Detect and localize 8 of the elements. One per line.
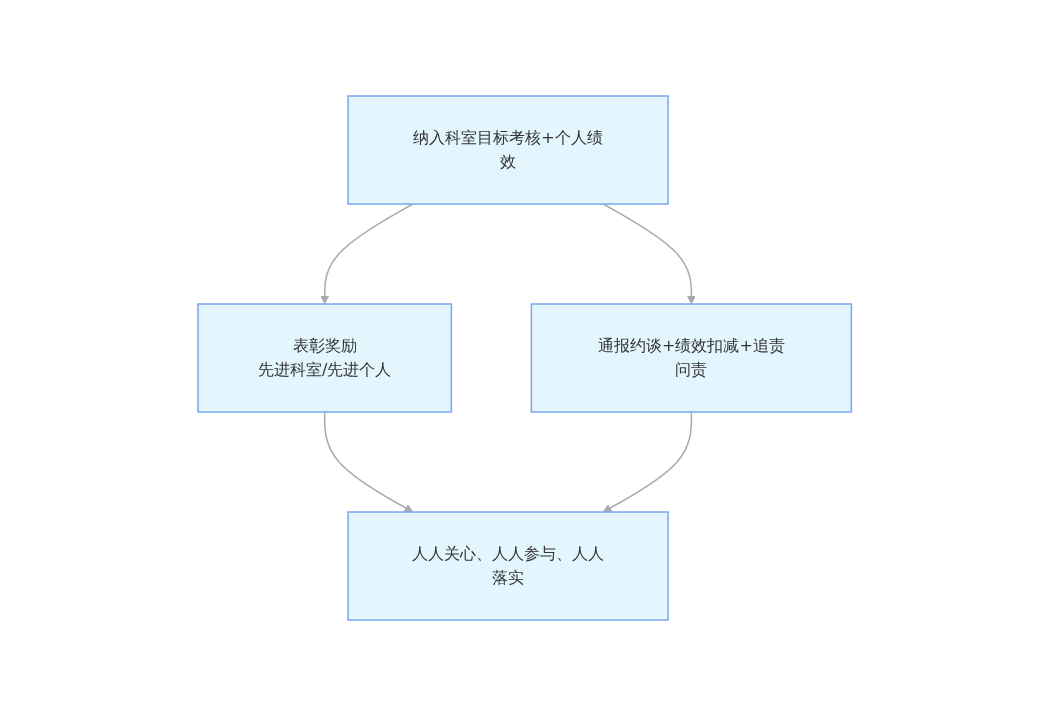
node-box: 人人关心、人人参与、人人落实 [347,511,669,621]
node-box: 通报约谈+绩效扣减+追责问责 [530,303,852,413]
arrow [323,411,414,513]
node-box: 表彰奖励 先进科室/先进个人 [197,303,452,413]
arrow [320,203,414,305]
node-box: 纳入科室目标考核+个人绩效 [347,95,669,205]
arrow [602,203,696,305]
arrow [602,411,692,513]
